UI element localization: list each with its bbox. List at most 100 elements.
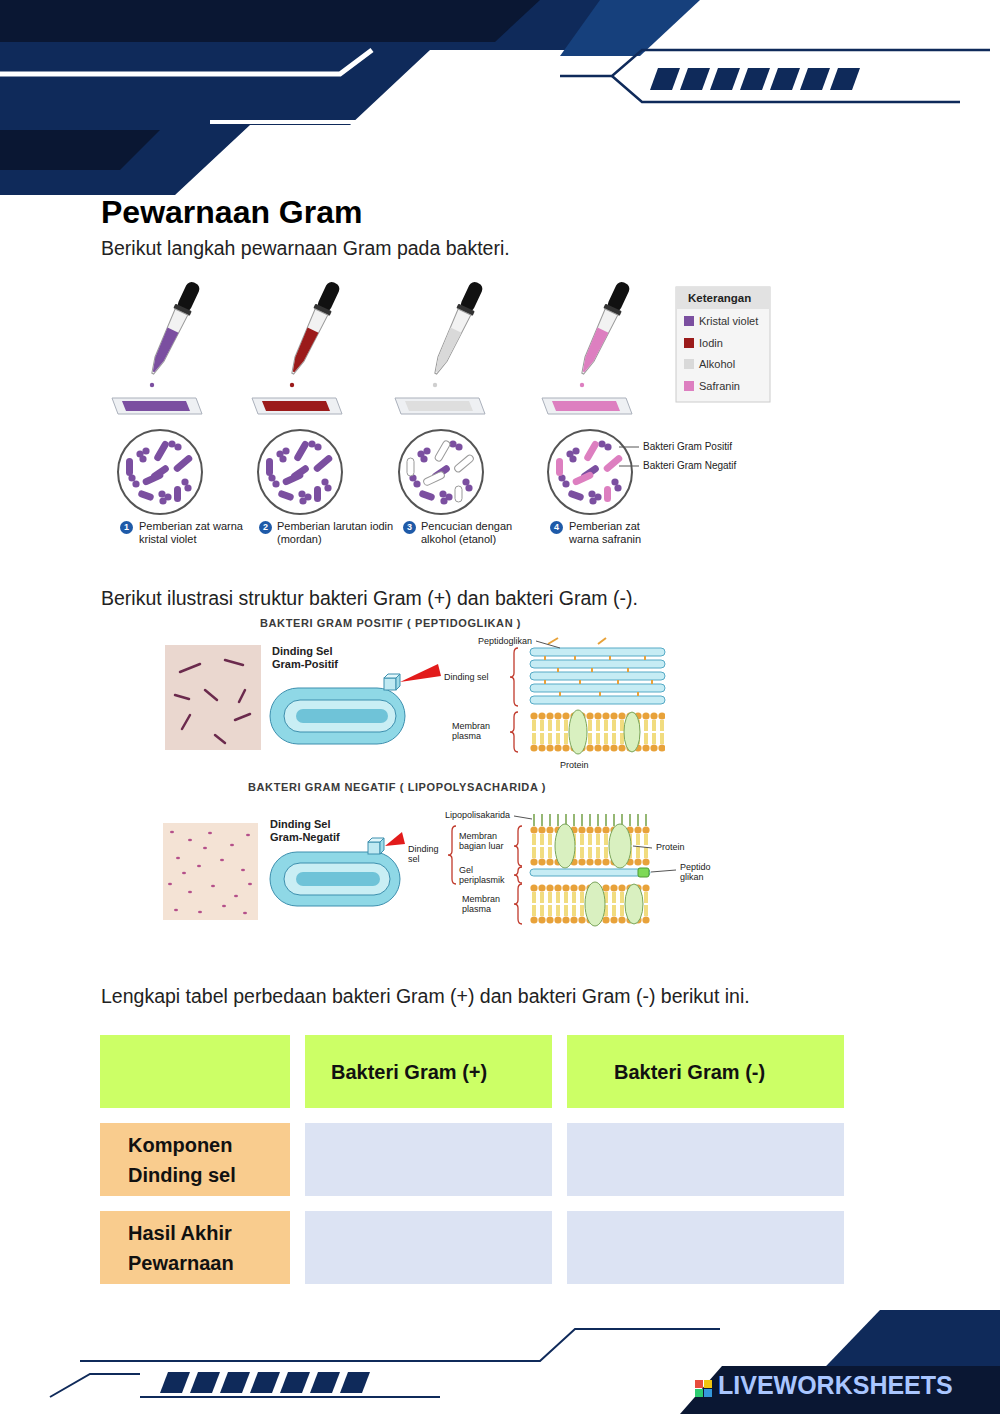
step-caption: Pemberian larutan iodin (mordan) <box>277 520 395 545</box>
microscope-view <box>399 430 483 514</box>
dropper <box>578 328 608 375</box>
outer-membrane <box>555 824 575 868</box>
legend-item: Iodin <box>684 337 723 349</box>
micrograph <box>182 872 186 875</box>
microscope-view <box>266 440 334 502</box>
footer-banner <box>704 1389 712 1397</box>
part-label: Dinding sel <box>408 844 446 865</box>
micrograph <box>235 714 250 720</box>
micrograph <box>198 911 202 914</box>
header-banner <box>740 68 770 90</box>
footer-banner <box>50 1310 1000 1414</box>
dropper <box>433 383 437 387</box>
microscope-view <box>118 430 632 514</box>
micrograph <box>188 891 192 894</box>
micrograph <box>174 909 178 912</box>
legend-swatch <box>684 359 694 369</box>
page-title: Pewarnaan Gram <box>101 194 362 231</box>
cell-illustration <box>396 674 400 690</box>
glass-slide <box>112 398 202 414</box>
footer-banner <box>160 1372 190 1393</box>
table-cell <box>567 1211 844 1284</box>
table-cell <box>305 1123 552 1196</box>
leader-line <box>619 466 639 467</box>
glass-slide <box>112 398 632 414</box>
callout-number: 2 <box>259 521 272 534</box>
cell-membrane <box>625 884 643 924</box>
part-label: Protein <box>656 842 685 852</box>
table-header-cell: Bakteri Gram (-) <box>567 1035 844 1108</box>
header-banner <box>650 68 680 90</box>
callout-label: Bakteri Gram Positif <box>643 441 732 453</box>
footer-banner <box>704 1380 712 1388</box>
cell-illustration <box>270 852 400 906</box>
cell-membrane <box>569 710 587 754</box>
outer-membrane <box>530 814 650 868</box>
peptidoglycan-layer <box>530 672 665 680</box>
intro-text: Lengkapi tabel perbedaan bakteri Gram (+… <box>101 985 750 1007</box>
microscope-view <box>258 430 342 514</box>
legend-item: Kristal violet <box>684 315 758 327</box>
dropper <box>431 328 461 375</box>
bracket <box>510 712 518 752</box>
leader-line <box>536 641 560 648</box>
micrograph <box>230 844 234 847</box>
peptidoglycan-layer <box>638 868 649 877</box>
peptidoglycan-layer <box>530 638 665 704</box>
figure-label: Dinding Sel Gram-Negatif <box>270 818 360 843</box>
microscope-view <box>126 440 194 502</box>
header-banner <box>210 96 392 122</box>
peptidoglycan-layer <box>530 660 665 668</box>
leader-line <box>651 870 676 872</box>
table-cell <box>567 1123 844 1196</box>
footer-banner <box>340 1372 370 1393</box>
table-cell <box>100 1035 290 1108</box>
outer-membrane <box>609 824 631 868</box>
legend-text: Safranin <box>699 380 740 392</box>
header-banner <box>770 68 800 90</box>
cell-text: Komponen Dinding sel <box>128 1130 278 1190</box>
micrograph <box>176 857 180 860</box>
micrograph <box>241 869 245 872</box>
bracket <box>514 867 522 883</box>
callout-number: 1 <box>120 521 133 534</box>
legend-text: Alkohol <box>699 358 735 370</box>
leader-line <box>514 816 676 872</box>
peptidoglycan-layer <box>530 684 665 692</box>
dropper <box>288 328 318 375</box>
leader-line <box>619 447 639 466</box>
footer-banner <box>310 1372 340 1393</box>
legend-title: Keterangan <box>688 292 751 305</box>
cell-membrane <box>624 712 640 752</box>
leader-line <box>536 641 560 648</box>
micrograph <box>234 895 238 898</box>
part-label: Peptido glikan <box>680 862 714 883</box>
footer-banner <box>250 1372 280 1393</box>
dropper <box>575 279 634 377</box>
legend-box <box>676 287 770 402</box>
footer-banner <box>80 1329 720 1361</box>
peptidoglycan-layer <box>530 868 650 877</box>
bracket <box>448 826 456 884</box>
outer-membrane <box>530 826 650 866</box>
intro-text: Berikut ilustrasi struktur bakteri Gram … <box>101 587 638 609</box>
cell-illustration <box>385 832 405 846</box>
microscope-view <box>548 430 632 514</box>
peptidoglycan-layer <box>545 638 652 696</box>
dropper <box>150 383 154 387</box>
cell-illustration <box>368 842 380 854</box>
micrograph <box>182 715 190 729</box>
micrograph <box>175 660 250 743</box>
section-heading: BAKTERI GRAM NEGATIF ( LIPOPOLYSACHARIDA… <box>248 781 546 794</box>
section-heading: BAKTERI GRAM POSITIF ( PEPTIDOGLIKAN ) <box>260 617 521 630</box>
header-banner <box>800 68 830 90</box>
dropper <box>428 279 487 377</box>
dropper <box>428 279 487 377</box>
dropper <box>285 279 344 377</box>
step-caption: Pemberian zat warna kristal violet <box>139 520 257 545</box>
dropper <box>145 279 634 387</box>
leader-line <box>514 816 532 819</box>
leader-line <box>619 447 639 448</box>
header-banner <box>0 0 990 195</box>
part-label: Membran bagian luar <box>459 831 505 852</box>
